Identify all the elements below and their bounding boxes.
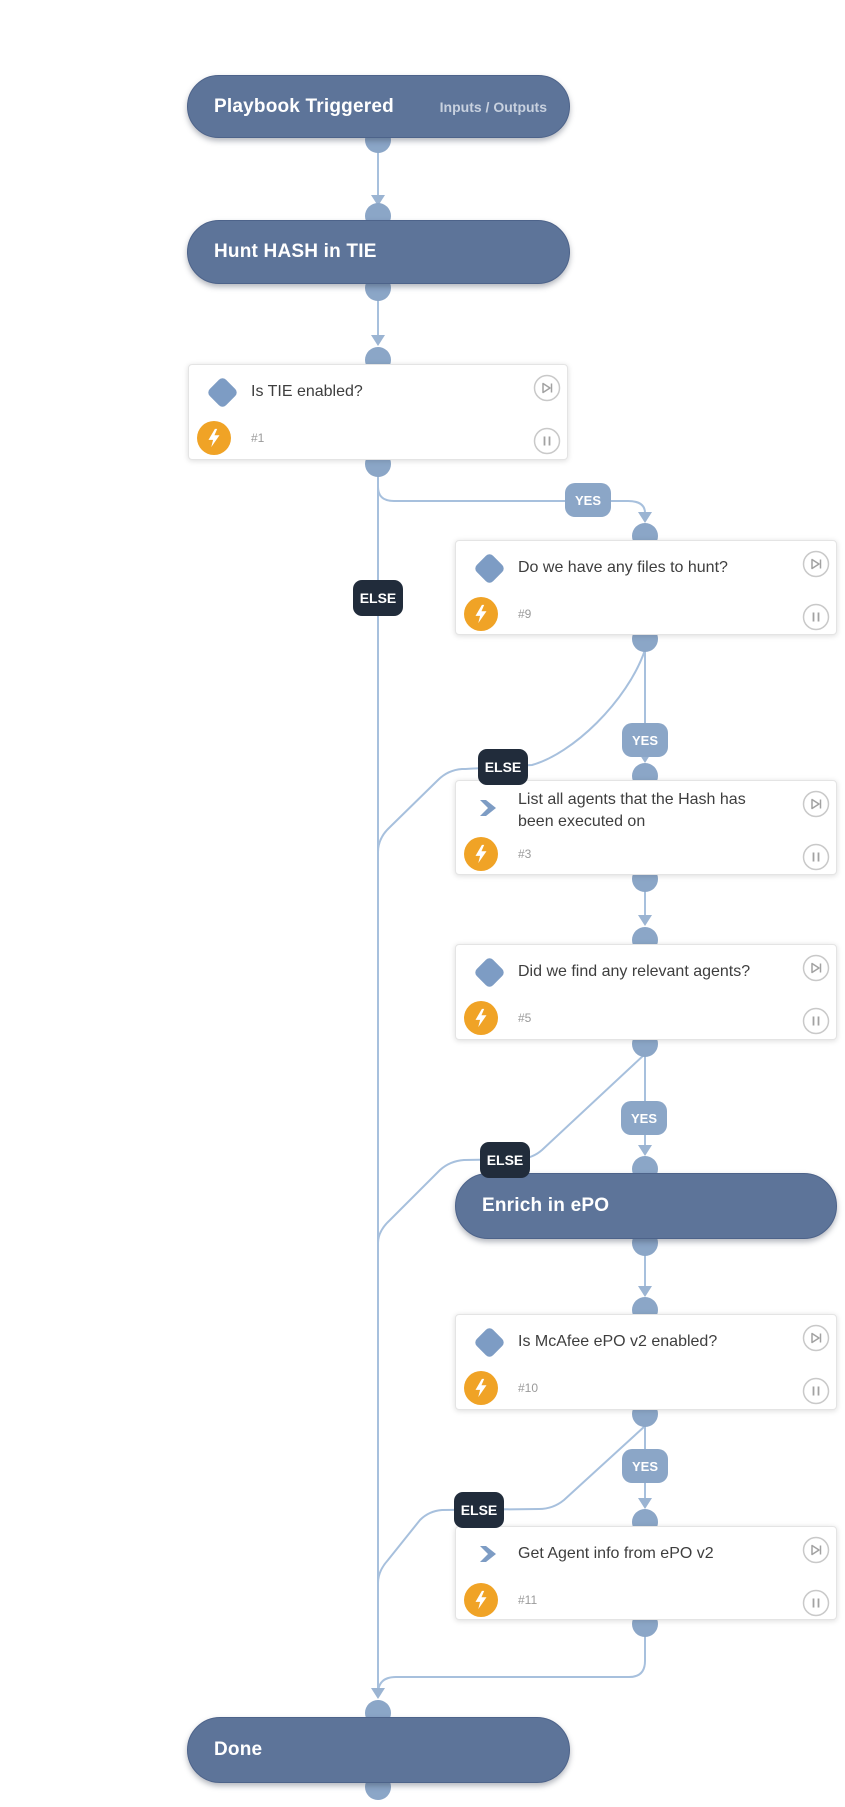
edge-label-yes: YES bbox=[622, 1449, 668, 1483]
pause-button[interactable] bbox=[802, 603, 830, 631]
automation-lightning-icon bbox=[197, 421, 231, 455]
task-title: Is McAfee ePO v2 enabled? bbox=[518, 1333, 718, 1350]
edge-label-yes: YES bbox=[621, 1101, 667, 1135]
automation-lightning-icon bbox=[464, 1583, 498, 1617]
task-card-do-we-have-files[interactable]: Do we have any files to hunt? #9 bbox=[455, 540, 837, 635]
task-card-is-mcafee-epo-enabled[interactable]: Is McAfee ePO v2 enabled? #10 bbox=[455, 1314, 837, 1410]
automation-lightning-icon bbox=[464, 1371, 498, 1405]
section-node-done[interactable]: Done bbox=[187, 1717, 570, 1783]
task-title: List all agents that the Hash has been e… bbox=[518, 791, 746, 830]
task-id: #9 bbox=[518, 607, 532, 621]
task-id: #5 bbox=[518, 1011, 532, 1025]
task-id: #1 bbox=[251, 431, 265, 445]
node-title: Hunt HASH in TIE bbox=[214, 241, 377, 262]
skip-to-end-button[interactable] bbox=[802, 1536, 830, 1564]
edge-label-else: ELSE bbox=[454, 1492, 504, 1528]
inputs-outputs-link[interactable]: Inputs / Outputs bbox=[439, 98, 547, 115]
condition-diamond-icon bbox=[206, 376, 239, 409]
pause-button[interactable] bbox=[533, 427, 561, 455]
automation-lightning-icon bbox=[464, 597, 498, 631]
node-title: Done bbox=[214, 1739, 263, 1760]
automation-lightning-icon bbox=[464, 1001, 498, 1035]
task-card-list-all-agents[interactable]: List all agents that the Hash has been e… bbox=[455, 780, 837, 875]
task-title: Do we have any files to hunt? bbox=[518, 559, 728, 576]
edge-label-else: ELSE bbox=[478, 749, 528, 785]
skip-to-end-button[interactable] bbox=[802, 790, 830, 818]
skip-to-end-button[interactable] bbox=[802, 550, 830, 578]
pause-button[interactable] bbox=[802, 1007, 830, 1035]
edge-label-else: ELSE bbox=[480, 1142, 530, 1178]
section-node-hunt-hash-in-tie[interactable]: Hunt HASH in TIE bbox=[187, 220, 570, 284]
node-title: Enrich in ePO bbox=[482, 1195, 610, 1216]
skip-to-end-button[interactable] bbox=[802, 1324, 830, 1352]
section-node-playbook-triggered[interactable]: Playbook Triggered Inputs / Outputs bbox=[187, 75, 570, 138]
task-card-did-we-find-agents[interactable]: Did we find any relevant agents? #5 bbox=[455, 944, 837, 1040]
task-title: Get Agent info from ePO v2 bbox=[518, 1545, 714, 1562]
edge-label-yes: YES bbox=[565, 483, 611, 517]
task-chevron-icon bbox=[477, 1543, 499, 1565]
skip-to-end-button[interactable] bbox=[802, 954, 830, 982]
pause-button[interactable] bbox=[802, 1377, 830, 1405]
condition-diamond-icon bbox=[473, 1326, 506, 1359]
edge-label-yes: YES bbox=[622, 723, 668, 757]
condition-diamond-icon bbox=[473, 956, 506, 989]
task-title: Did we find any relevant agents? bbox=[518, 963, 751, 980]
pause-button[interactable] bbox=[802, 843, 830, 871]
skip-to-end-button[interactable] bbox=[533, 374, 561, 402]
task-id: #10 bbox=[518, 1381, 539, 1395]
task-chevron-icon bbox=[477, 797, 499, 819]
condition-diamond-icon bbox=[473, 552, 506, 585]
task-card-get-agent-info[interactable]: Get Agent info from ePO v2 #11 bbox=[455, 1526, 837, 1620]
task-id: #11 bbox=[518, 1593, 538, 1607]
task-id: #3 bbox=[518, 847, 532, 861]
automation-lightning-icon bbox=[464, 837, 498, 871]
pause-button[interactable] bbox=[802, 1589, 830, 1617]
edge-label-else: ELSE bbox=[353, 580, 403, 616]
section-node-enrich-in-epo[interactable]: Enrich in ePO bbox=[455, 1173, 837, 1239]
task-title: Is TIE enabled? bbox=[251, 383, 363, 400]
node-title: Playbook Triggered bbox=[214, 95, 394, 117]
task-card-is-tie-enabled[interactable]: Is TIE enabled? #1 bbox=[188, 364, 568, 460]
